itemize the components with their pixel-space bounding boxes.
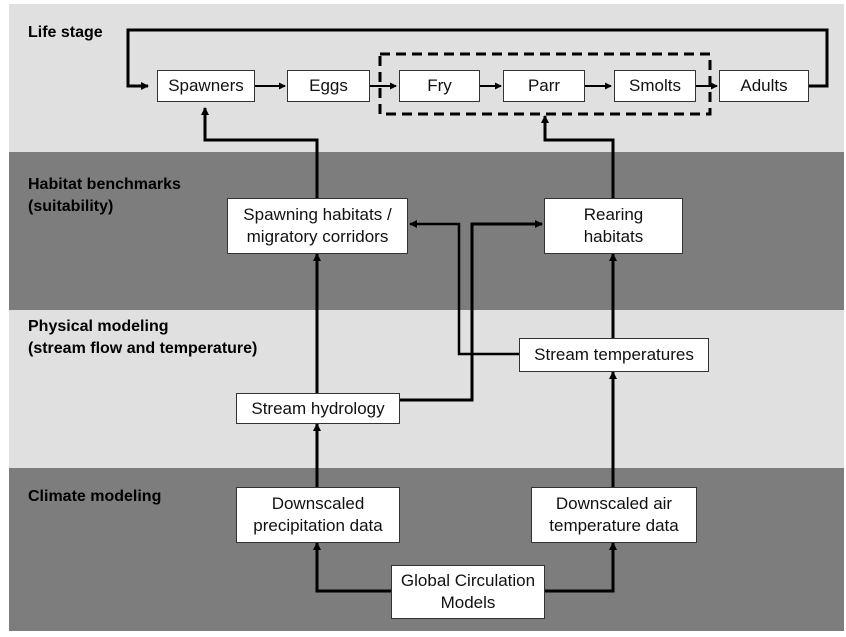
- node-global-circulation-models: Global Circulation Models: [391, 565, 545, 619]
- node-stream-temperatures: Stream temperatures: [519, 338, 709, 372]
- node-adults: Adults: [719, 70, 809, 102]
- arrow-stream-temps-to-spawning-habitats: [409, 220, 519, 356]
- node-eggs: Eggs: [287, 70, 370, 102]
- lifecycle-return-line: [126, 28, 829, 90]
- node-smolts: Smolts: [614, 70, 696, 102]
- arrow-gcm-to-precip: [313, 542, 391, 593]
- climate-modeling-label: Climate modeling: [28, 488, 162, 505]
- node-downscaled-precipitation: Downscaled precipitation data: [236, 487, 400, 543]
- node-fry: Fry: [399, 70, 480, 102]
- node-rearing-habitats: Rearing habitats: [544, 198, 683, 254]
- habitat-benchmarks-label: Habitat benchmarks (suitability): [28, 176, 181, 215]
- node-parr: Parr: [503, 70, 585, 102]
- life-stage-label: Life stage: [28, 24, 103, 41]
- node-downscaled-air-temperature: Downscaled air temperature data: [531, 487, 697, 543]
- node-spawners: Spawners: [157, 70, 255, 102]
- juvenile-group-outline: [378, 52, 712, 116]
- node-spawning-habitats: Spawning habitats / migratory corridors: [227, 198, 408, 254]
- arrow-rearing-habitats-to-juveniles: [541, 115, 615, 198]
- arrow-spawning-habitats-to-spawners: [201, 107, 319, 198]
- habitat-benchmarks-band: [9, 152, 844, 310]
- physical-modeling-label: Physical modeling (stream flow and tempe…: [28, 318, 258, 357]
- arrow-hydrology-to-rearing-habitats: [400, 220, 543, 402]
- physical-modeling-band: [9, 310, 844, 468]
- node-stream-hydrology: Stream hydrology: [236, 393, 400, 424]
- arrow-gcm-to-air: [545, 542, 617, 593]
